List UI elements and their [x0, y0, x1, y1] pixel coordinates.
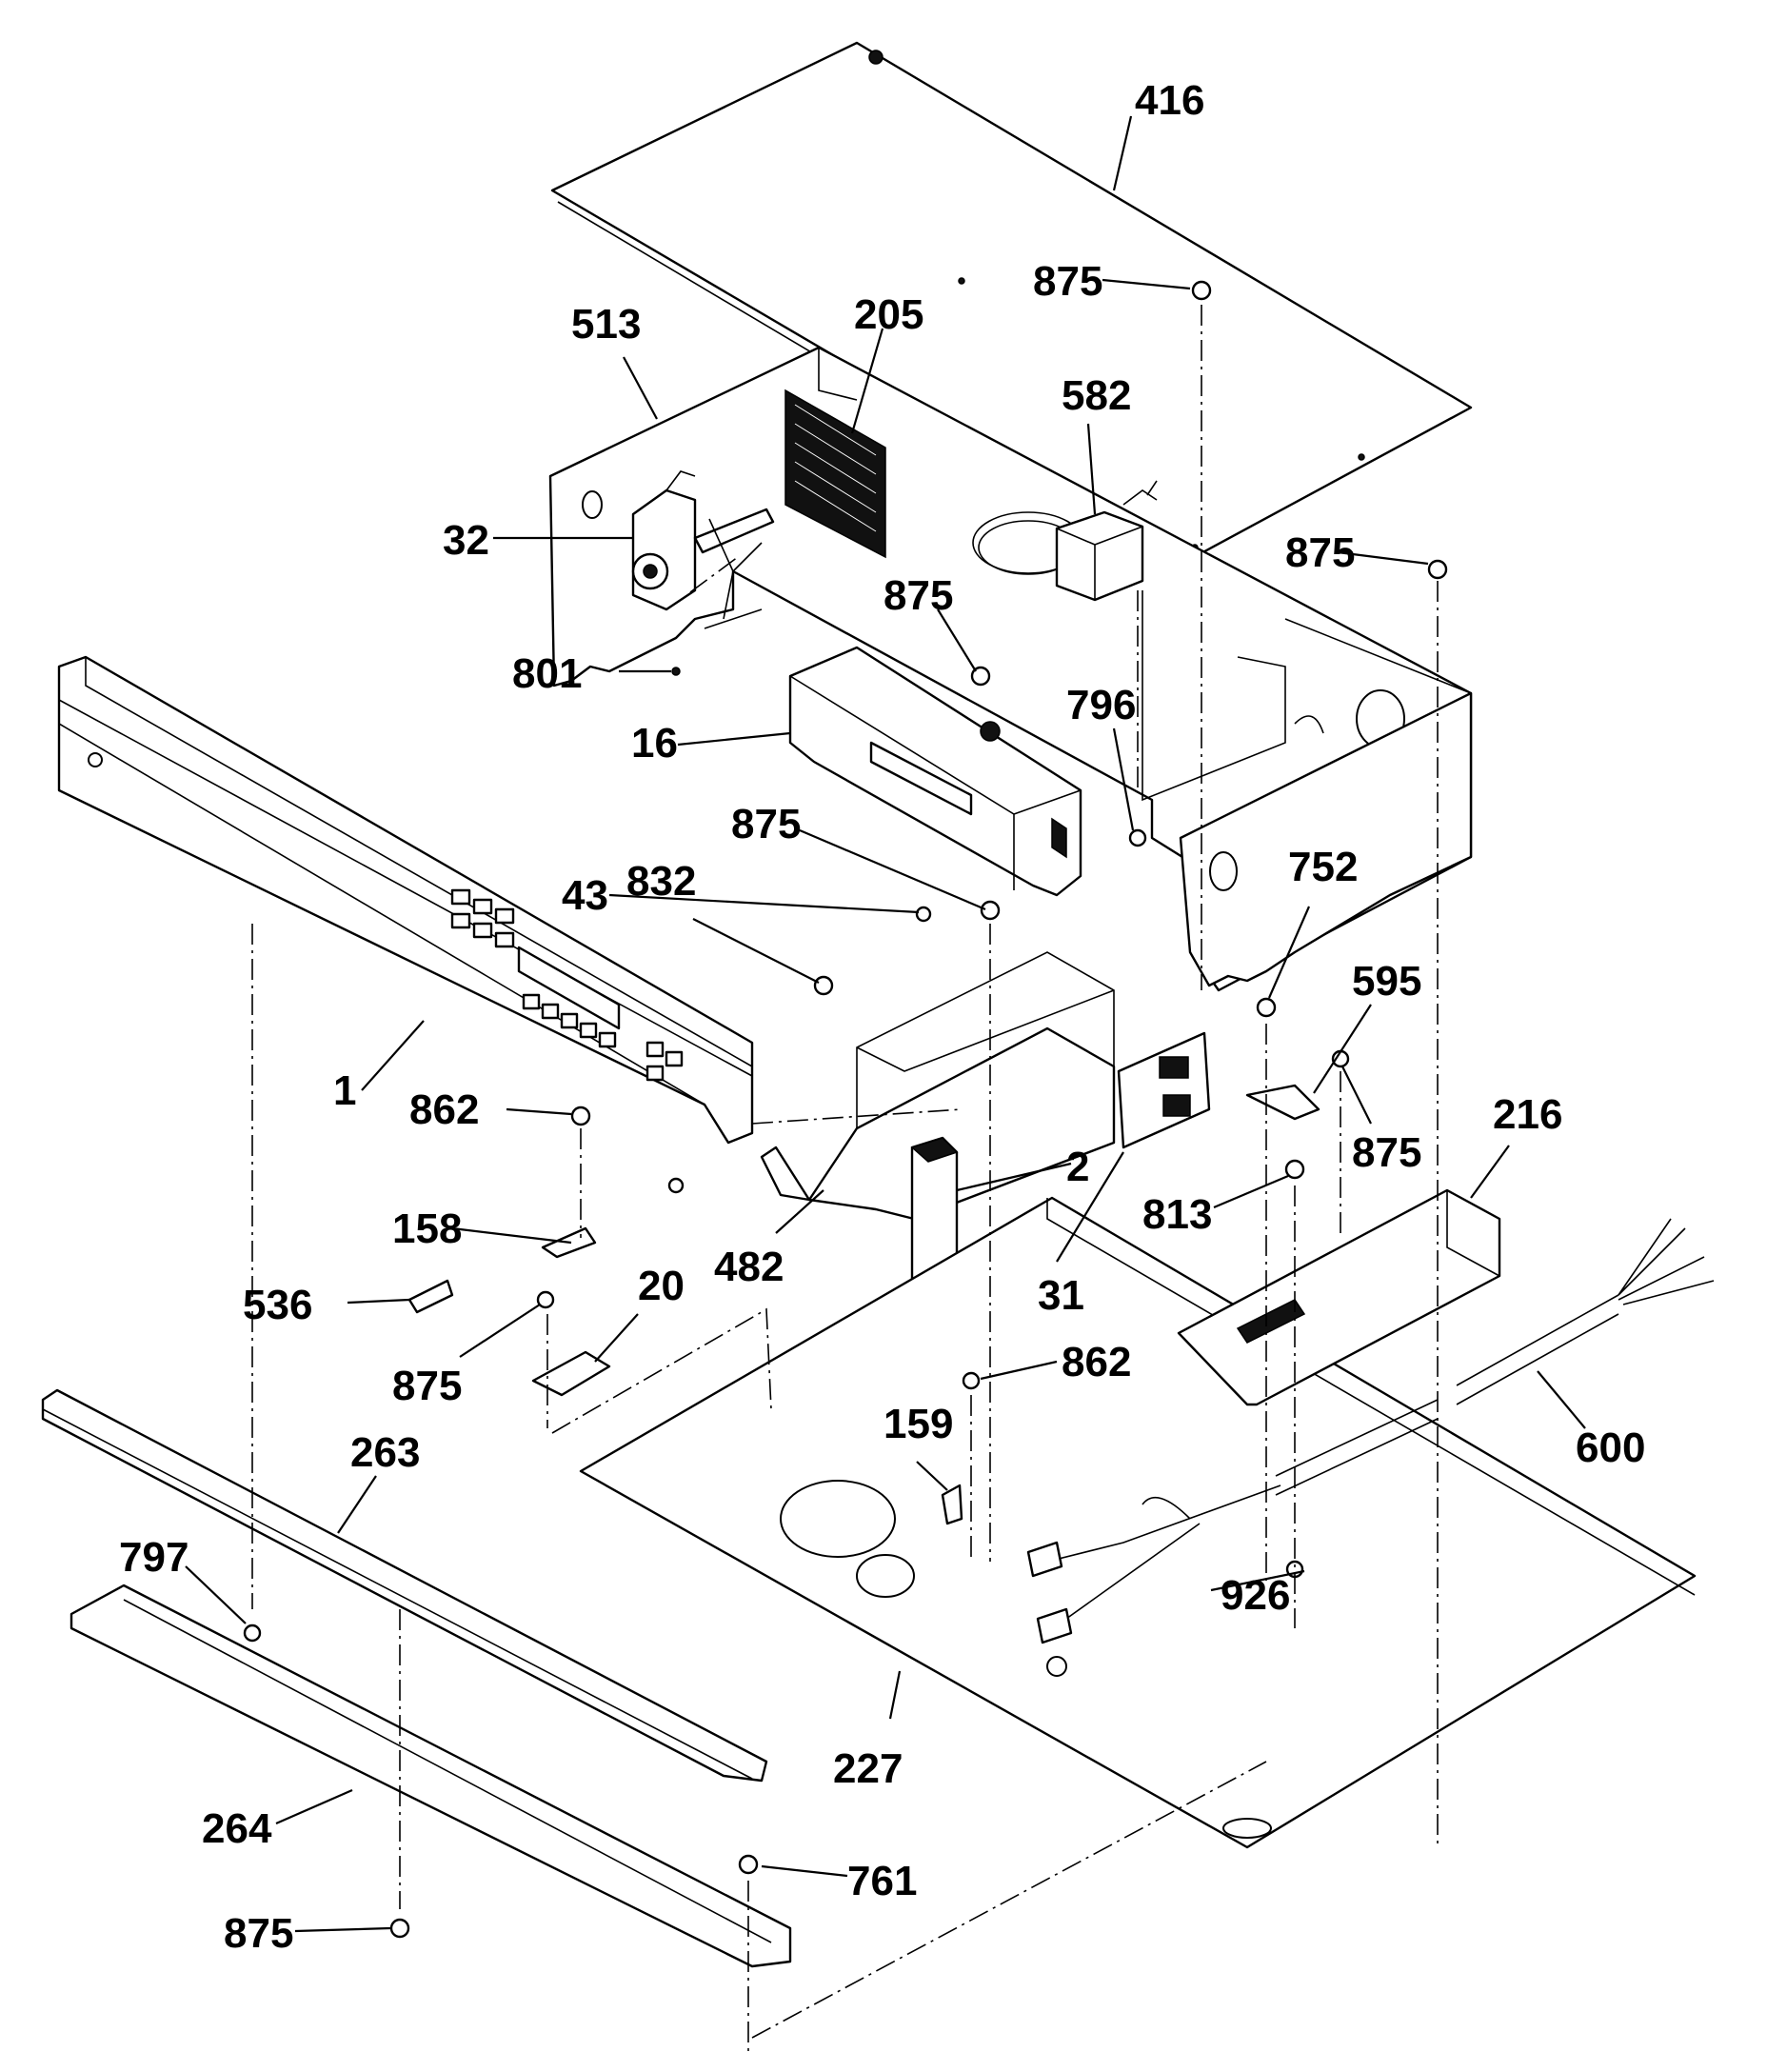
callout-875: 875: [1352, 1129, 1421, 1176]
part-159-sensor: [941, 1484, 963, 1525]
part-536-spacer: [407, 1279, 454, 1314]
callout-43: 43: [562, 872, 608, 919]
part-2-duct: [910, 1136, 959, 1297]
assembly-center-lines: [251, 305, 1439, 2057]
callout-1: 1: [333, 1067, 356, 1114]
callout-875: 875: [1033, 258, 1102, 305]
part-20-bracket: [531, 1350, 611, 1397]
part-227-bottom-plate: [579, 1196, 1697, 1849]
callout-482: 482: [714, 1244, 784, 1290]
part-595-clamp: [1245, 1084, 1320, 1121]
screw-fasteners: [243, 280, 1448, 1939]
leader-lines: [185, 115, 1586, 1933]
callout-263: 263: [350, 1429, 420, 1476]
part-16-electronic-control: [788, 646, 1082, 897]
callout-875: 875: [1285, 529, 1355, 576]
callout-16: 16: [631, 720, 678, 767]
callout-2: 2: [1066, 1144, 1089, 1190]
part-263-lower-trim: [41, 1388, 768, 1783]
callout-832: 832: [626, 858, 696, 905]
callout-813: 813: [1142, 1191, 1212, 1238]
callout-158: 158: [392, 1205, 462, 1252]
part-264-lower-frame: [69, 1584, 792, 1968]
part-31-relay-board: [1117, 1031, 1211, 1149]
callout-875: 875: [224, 1910, 293, 1957]
callout-761: 761: [847, 1858, 917, 1904]
callout-31: 31: [1038, 1272, 1084, 1319]
callout-227: 227: [833, 1745, 903, 1792]
callout-labels: 416 875 513 205 582 32 875 875 801 16 79…: [119, 77, 1645, 1957]
part-582-transformer: [972, 480, 1158, 602]
callout-582: 582: [1062, 372, 1131, 419]
callout-205: 205: [854, 291, 923, 338]
callout-20: 20: [638, 1263, 685, 1309]
callout-752: 752: [1288, 844, 1358, 890]
callout-875: 875: [884, 572, 953, 619]
callout-416: 416: [1135, 77, 1204, 124]
callout-875: 875: [731, 801, 801, 847]
callout-801: 801: [512, 650, 582, 697]
callout-600: 600: [1576, 1424, 1645, 1471]
part-205-fan-grille: [784, 388, 886, 559]
callout-216: 216: [1493, 1091, 1562, 1138]
callout-862: 862: [1062, 1339, 1131, 1385]
callout-926: 926: [1221, 1572, 1290, 1619]
part-32-fan-motor: [631, 470, 775, 629]
callout-264: 264: [202, 1805, 272, 1852]
part-1-control-panel: [57, 655, 754, 1145]
callout-797: 797: [119, 1534, 189, 1581]
callout-536: 536: [243, 1282, 312, 1328]
callout-32: 32: [443, 517, 489, 564]
part-600-wire-harness: [1026, 1218, 1715, 1677]
callout-595: 595: [1352, 958, 1421, 1005]
callout-875: 875: [392, 1363, 462, 1409]
callout-862: 862: [409, 1086, 479, 1133]
callout-513: 513: [571, 301, 641, 348]
callout-796: 796: [1066, 682, 1136, 728]
part-216-terminal-cover: [1177, 1188, 1501, 1406]
callout-159: 159: [884, 1401, 953, 1447]
cabinet-side-panel: [1179, 691, 1473, 987]
